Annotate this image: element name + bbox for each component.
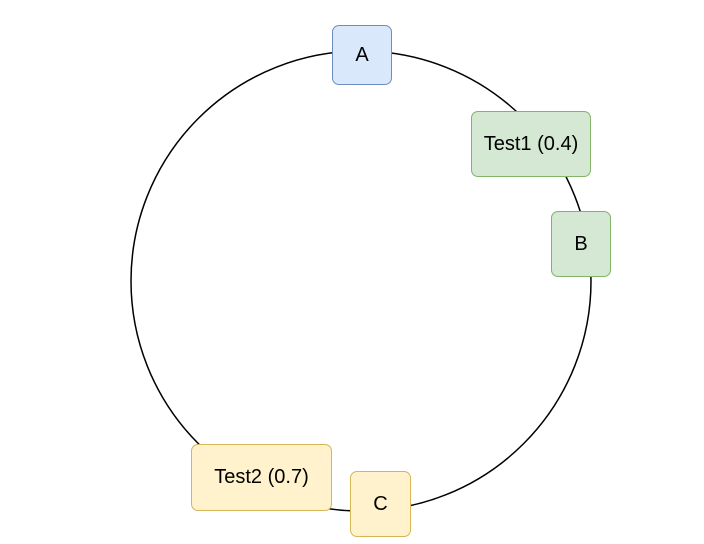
node-a[interactable]: A [332,25,392,85]
node-c-label: C [373,492,388,515]
node-test1[interactable]: Test1 (0.4) [471,111,591,177]
node-c[interactable]: C [350,471,411,537]
node-test1-label: Test1 (0.4) [483,132,579,155]
node-b-label: B [574,232,588,255]
node-a-label: A [355,43,369,66]
node-test2-label: Test2 (0.7) [214,466,309,488]
node-test2[interactable]: Test2 (0.7) [191,444,332,511]
node-b[interactable]: B [551,211,611,277]
